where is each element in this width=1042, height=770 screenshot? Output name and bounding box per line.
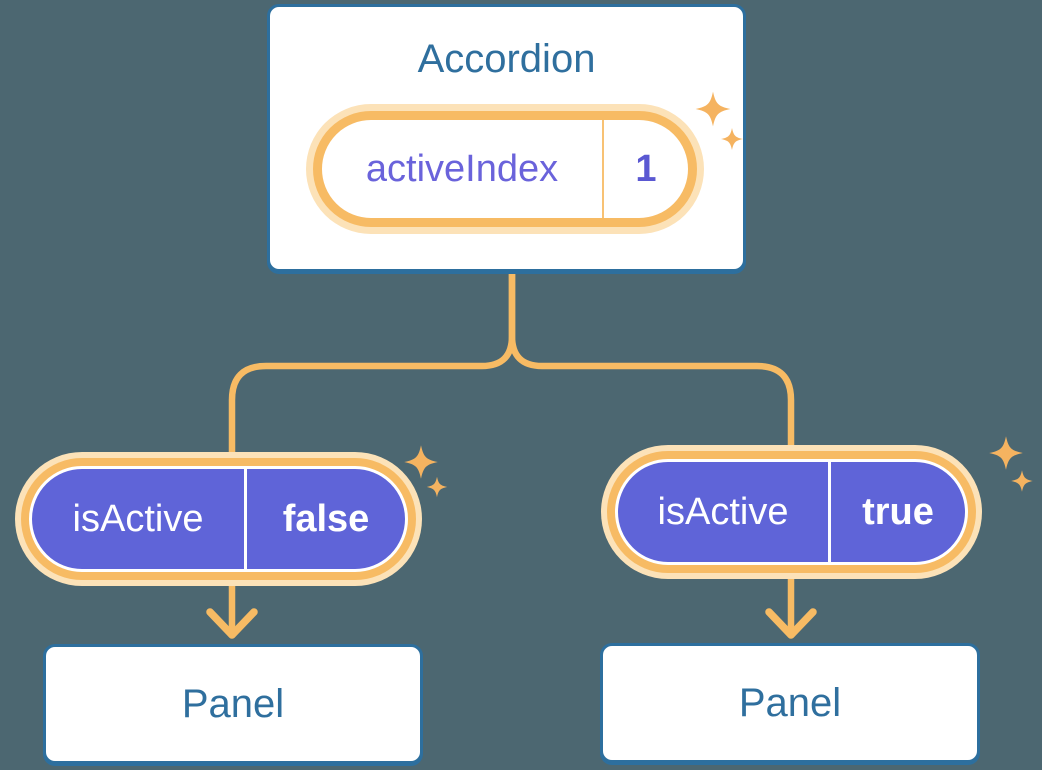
is-active-pill-right: isActive true xyxy=(615,459,968,565)
connector-right-branch xyxy=(508,266,795,633)
sparkle-icon xyxy=(695,91,744,151)
connector-left-branch xyxy=(228,266,516,633)
is-active-pill-left: isActive false xyxy=(29,466,408,572)
state-pill-value: 1 xyxy=(635,147,657,190)
accordion-node: Accordion activeIndex 1 xyxy=(267,4,746,272)
sparkle-icon xyxy=(989,436,1033,492)
panel-node-right: Panel xyxy=(600,643,980,763)
state-pill-label: activeIndex xyxy=(365,147,559,190)
prop-pill-value: false xyxy=(282,497,370,540)
arrowhead-left-icon xyxy=(206,608,258,639)
pill-divider xyxy=(602,120,604,218)
pill-divider xyxy=(244,469,247,569)
active-index-state-pill: activeIndex 1 xyxy=(313,111,697,227)
prop-pill-label: isActive xyxy=(72,497,204,540)
accordion-title: Accordion xyxy=(417,37,596,81)
prop-pill-value: true xyxy=(862,490,934,533)
pill-divider xyxy=(828,462,831,562)
arrowhead-right-icon xyxy=(765,608,817,639)
sparkle-icon xyxy=(404,445,448,498)
prop-pill-label: isActive xyxy=(657,490,789,533)
panel-label: Panel xyxy=(738,680,842,725)
panel-node-left: Panel xyxy=(43,644,423,764)
panel-label: Panel xyxy=(181,681,285,726)
